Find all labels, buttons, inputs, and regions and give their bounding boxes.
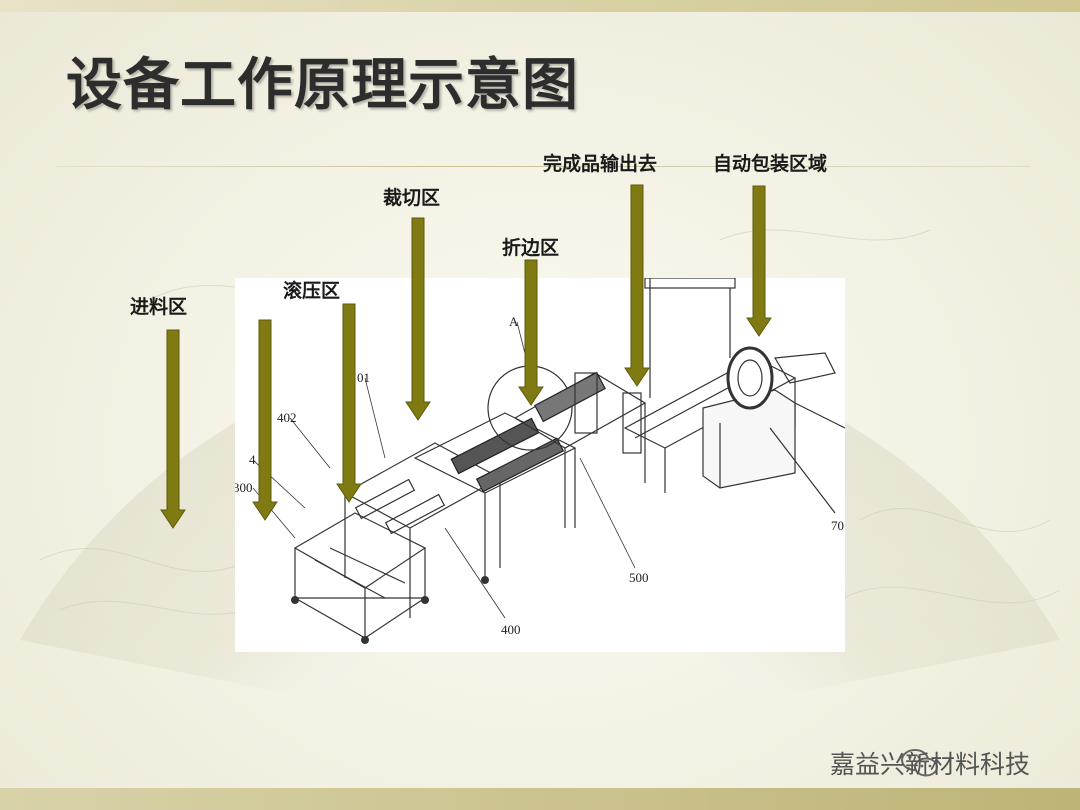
callout-4: 4	[249, 452, 256, 467]
wrap-roll-core	[737, 359, 763, 397]
machine-drawing: 402 4 300 01 400 500 A 70	[233, 277, 846, 652]
callout-500: 500	[629, 570, 649, 585]
caster-wheel	[291, 596, 299, 604]
callout-line	[444, 527, 506, 619]
label-packing-area: 自动包装区域	[713, 153, 828, 175]
feed-frame-bottom	[292, 597, 427, 639]
callout-402: 402	[277, 410, 297, 425]
arrow-packing	[746, 185, 772, 337]
label-cutting-area: 裁切区	[383, 187, 441, 209]
label-output-area: 完成品输出去	[543, 153, 658, 175]
cutter-block	[450, 417, 540, 475]
caster-wheel	[361, 636, 369, 644]
packing-box	[702, 389, 796, 489]
callout-401: 01	[357, 370, 370, 385]
arrow-folding	[518, 259, 544, 406]
callout-400: 400	[501, 622, 521, 637]
wechat-icon	[901, 749, 938, 777]
arrow-cutting	[405, 217, 431, 421]
roller	[354, 478, 416, 520]
folding-block	[534, 371, 606, 423]
arrow-rolling	[252, 319, 278, 521]
callout-a: A	[509, 314, 519, 329]
callout-300: 300	[235, 480, 253, 495]
arrow-roller2	[336, 303, 362, 503]
arrow-output	[624, 184, 650, 387]
arrow-feed	[160, 329, 186, 529]
packing-arm	[773, 352, 836, 384]
label-rolling-area: 滚压区	[283, 280, 341, 302]
caster-wheel	[481, 576, 489, 584]
title-rule	[55, 166, 1030, 167]
callout-line	[364, 377, 386, 459]
roller	[384, 493, 446, 535]
frame-rail	[314, 559, 386, 599]
folding-post	[574, 372, 598, 434]
page-title: 设备工作原理示意图	[66, 53, 579, 118]
callout-line	[579, 457, 636, 569]
landscape-line	[839, 586, 1061, 604]
callout-line	[289, 417, 331, 469]
top-band	[0, 0, 1080, 12]
packing-gantry-top	[644, 277, 736, 289]
watermark-text: 嘉益兴新材料科技	[830, 750, 1031, 779]
landscape-line	[39, 548, 251, 572]
frame-rail	[329, 547, 406, 584]
label-folding-area: 折边区	[502, 237, 560, 259]
callout-line	[794, 402, 846, 429]
label-feed-area: 进料区	[130, 296, 188, 318]
folding-post	[622, 392, 642, 454]
caster-wheel	[421, 596, 429, 604]
landscape-line	[859, 508, 1051, 532]
landscape-line	[719, 229, 931, 241]
wrap-roll	[726, 346, 774, 410]
callout-line	[769, 427, 836, 514]
callout-700: 70	[831, 518, 844, 533]
bottom-band	[0, 788, 1080, 810]
